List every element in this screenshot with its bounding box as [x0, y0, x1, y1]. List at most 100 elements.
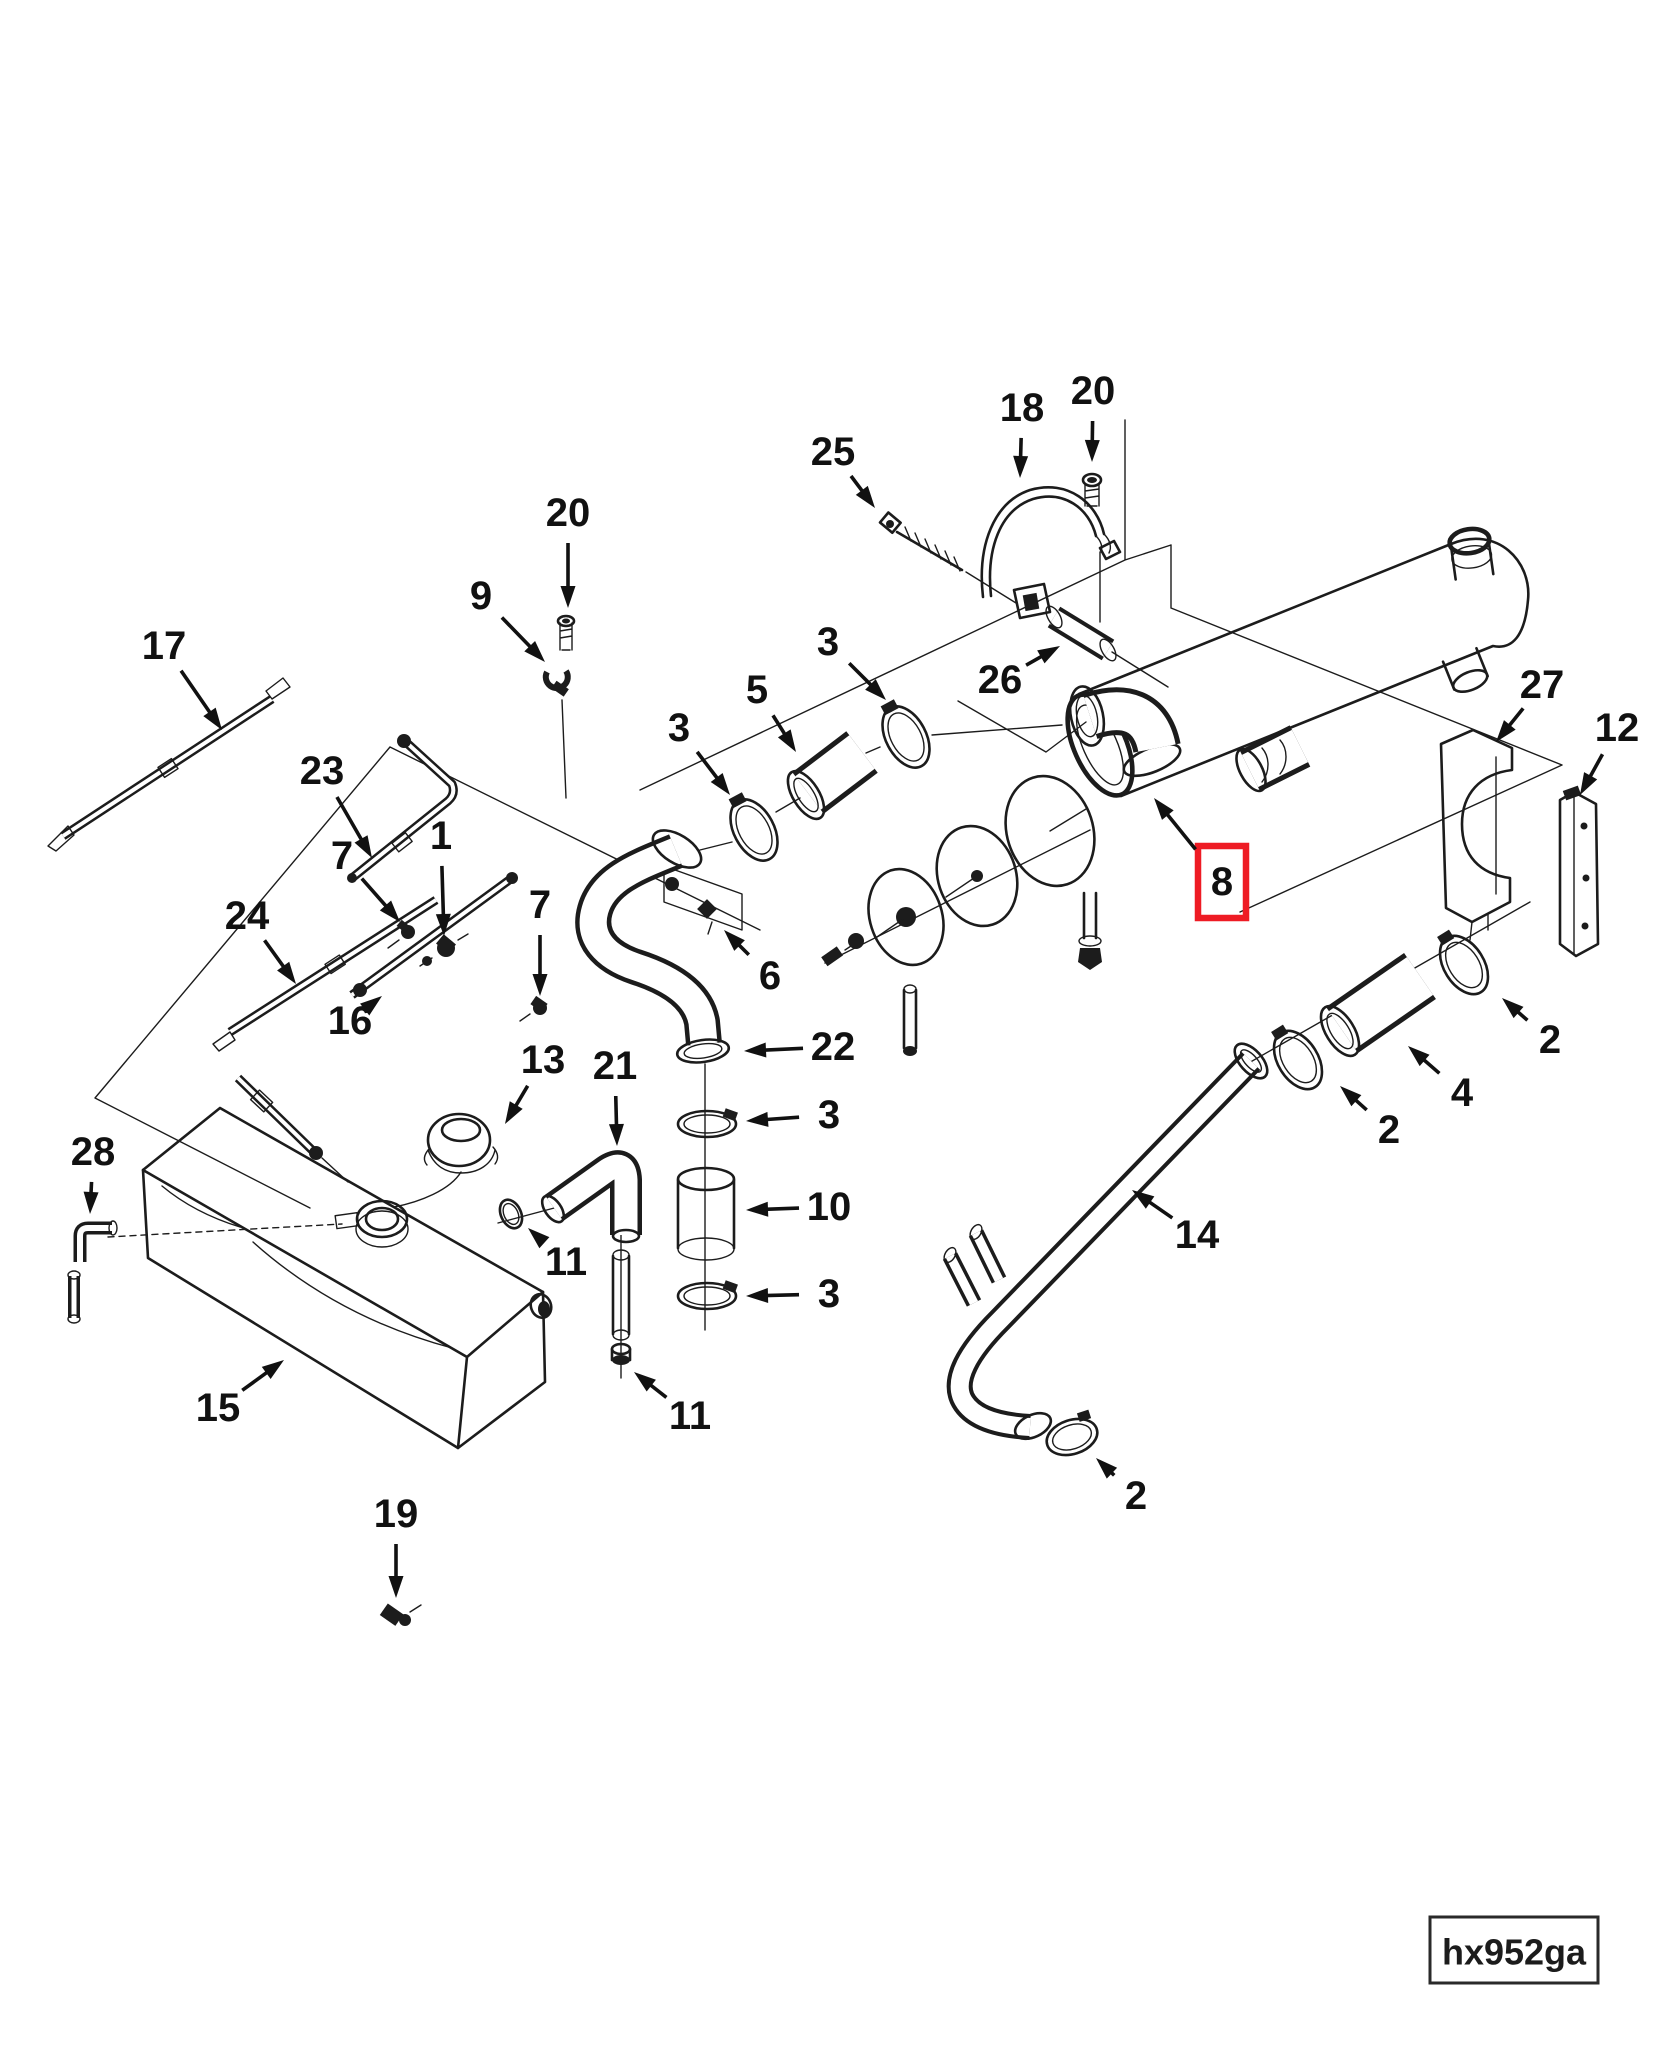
callout-12: 12: [1580, 706, 1639, 795]
svg-text:25: 25: [811, 430, 856, 474]
hose-5: [786, 731, 878, 821]
hose-4: [1319, 952, 1436, 1058]
callout-24: 24: [225, 894, 296, 984]
tube-23: [347, 734, 458, 883]
callout-10: 10: [746, 1185, 851, 1229]
callout-7: 7: [529, 883, 551, 996]
svg-text:1: 1: [430, 814, 452, 858]
tube-17: [47, 677, 291, 852]
svg-text:11: 11: [545, 1240, 587, 1284]
svg-text:28: 28: [71, 1130, 116, 1174]
clamp-2-bottom: [1045, 1409, 1099, 1457]
callout-8: 8: [1154, 798, 1250, 922]
small-clamp-11: [498, 1198, 524, 1230]
code-box-border: [1428, 1915, 1600, 1985]
callout-13: 13: [505, 1038, 565, 1124]
callout-11: 11: [528, 1228, 587, 1284]
svg-text:10: 10: [807, 1185, 852, 1229]
expansion-tank: [141, 1106, 553, 1450]
svg-text:5: 5: [746, 668, 768, 712]
vertical-tube: [611, 1249, 631, 1341]
callout-15: 15: [196, 1360, 284, 1430]
callout-20: 20: [546, 491, 591, 608]
callout-4: 4: [1408, 1046, 1474, 1115]
svg-text:14: 14: [1175, 1213, 1220, 1257]
callout-17: 17: [142, 624, 222, 730]
callout-6: 6: [724, 930, 781, 998]
highlight-box: [1194, 842, 1250, 922]
fitting-7-right: [519, 995, 548, 1022]
figure-code: hx952ga: [1442, 1932, 1587, 1973]
callout-3: 3: [668, 706, 730, 795]
end-cover-stack: [821, 774, 1096, 967]
callout-27: 27: [1496, 663, 1564, 742]
s-hose-22: [575, 829, 731, 1064]
fitting-1: [419, 933, 469, 967]
callout-3: 3: [746, 1272, 840, 1316]
tank-feed-tube: [234, 1074, 349, 1183]
retainer-plate-12: [1558, 785, 1600, 958]
tube-14: [942, 1042, 1269, 1441]
svg-text:2: 2: [1539, 1018, 1561, 1062]
svg-text:3: 3: [817, 620, 839, 664]
svg-text:3: 3: [818, 1272, 840, 1316]
middle-hose-stub: [1235, 725, 1311, 793]
hose-10: [676, 1166, 736, 1261]
callout-25: 25: [811, 430, 875, 508]
callout-23: 23: [300, 749, 372, 858]
hose-clamp-a: [880, 699, 931, 769]
svg-text:16: 16: [328, 999, 373, 1043]
inlet-elbow: [1068, 685, 1182, 778]
callout-7: 7: [331, 834, 400, 922]
mounting-strap: [980, 486, 1122, 620]
svg-text:2: 2: [1378, 1108, 1400, 1152]
long-bolt: [878, 511, 964, 572]
svg-text:8: 8: [1211, 860, 1233, 904]
callout-20: 20: [1071, 369, 1116, 462]
callout-19: 19: [374, 1492, 419, 1598]
callout-18: 18: [1000, 386, 1045, 478]
callout-16: 16: [328, 996, 382, 1043]
svg-text:9: 9: [470, 574, 492, 618]
heat-exchanger-shell: [1065, 526, 1530, 798]
svg-text:19: 19: [374, 1492, 419, 1536]
connector-tube-26: [1045, 605, 1117, 662]
svg-text:27: 27: [1520, 663, 1565, 707]
svg-text:2: 2: [1125, 1474, 1147, 1518]
svg-text:18: 18: [1000, 386, 1045, 430]
svg-text:11: 11: [669, 1394, 711, 1438]
stack-clamp-upper: [676, 1108, 738, 1139]
callout-26: 26: [978, 646, 1060, 702]
svg-text:3: 3: [668, 706, 690, 750]
callout-9: 9: [470, 574, 545, 662]
panel-outlines: [94, 419, 1563, 1379]
elbow-hose-21: [540, 1150, 642, 1244]
clamp-2-right: [1437, 929, 1490, 996]
tube-16: [349, 872, 518, 999]
svg-text:26: 26: [978, 658, 1023, 702]
callout-11: 11: [634, 1372, 711, 1438]
callout-1: 1: [430, 814, 452, 936]
callout-5: 5: [746, 668, 796, 752]
clamp-2-middle: [1271, 1024, 1324, 1091]
elbow-fitting-28: [67, 1220, 118, 1324]
support-bracket-27: [1439, 728, 1514, 941]
tube-fitting-11: [610, 1342, 632, 1365]
svg-text:20: 20: [546, 491, 591, 535]
svg-text:21: 21: [593, 1044, 638, 1088]
callout-21: 21: [593, 1044, 638, 1146]
shell-bolt: [1078, 891, 1102, 970]
svg-text:15: 15: [196, 1386, 241, 1430]
strap-bolt: [1081, 472, 1103, 507]
fitting-7-left: [387, 919, 415, 949]
tank-cap: [393, 1112, 499, 1208]
svg-text:20: 20: [1071, 369, 1116, 413]
callout-22: 22: [744, 1025, 855, 1069]
svg-text:23: 23: [300, 749, 345, 793]
svg-text:24: 24: [225, 894, 270, 938]
svg-text:17: 17: [142, 624, 187, 668]
callout-28: 28: [71, 1130, 116, 1214]
